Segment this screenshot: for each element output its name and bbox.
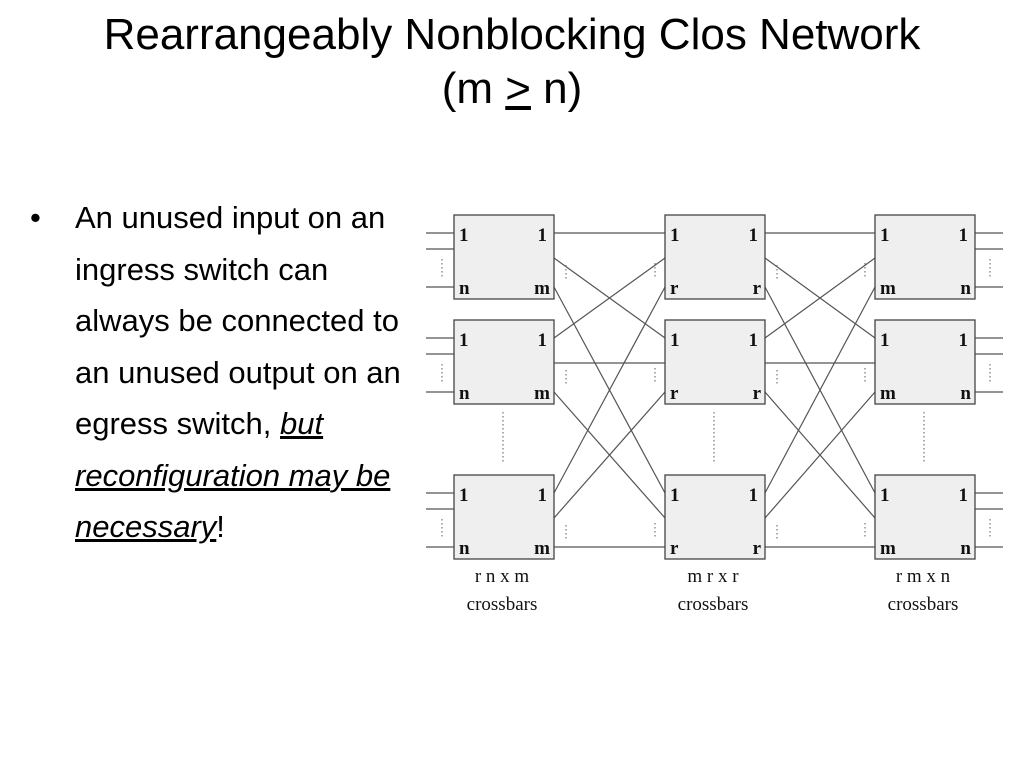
port-label: 1 [538,485,548,506]
title-open: (m [441,64,506,113]
port-label: 1 [459,330,469,351]
title-line-2: (m > n) [0,62,1024,116]
port-label: r [670,383,679,404]
stage-caption-line-1: r n x m [475,566,530,587]
slide-title: Rearrangeably Nonblocking Clos Network (… [0,8,1024,116]
port-label: m [534,538,550,559]
interstage-wire [764,391,876,519]
port-label: 1 [880,485,890,506]
port-label: 1 [459,485,469,506]
port-label: 1 [749,330,759,351]
port-label: m [880,538,896,559]
port-label: 1 [749,225,759,246]
title-greater-equal-symbol: > [505,64,531,113]
bullet-text: An unused input on an ingress switch can… [75,192,410,553]
port-label: m [880,383,896,404]
stage-caption-line-2: crossbars [678,594,749,615]
bullet-text-emphasis: but reconfiguration may be necessary [75,406,391,544]
port-label: 1 [670,225,680,246]
port-label: n [459,538,470,559]
port-label: m [534,278,550,299]
middle-crossbar [664,214,766,300]
port-label: 1 [880,330,890,351]
port-label: r [753,538,762,559]
port-label: m [534,383,550,404]
stage-caption-line-2: crossbars [888,594,959,615]
stage-captions: r n x m crossbars m r x r crossbars r m x n c… [467,566,959,615]
port-label: m [880,278,896,299]
bullet-text-tail: ! [216,509,225,544]
stage-caption-line-1: r m x n [896,566,951,587]
port-label: r [753,383,762,404]
clos-network-diagram: 1 1 n m 1 1 n m 1 1 n m 1 1 r r 1 1 r r 1 1 r r 1 1 m n 1 1 m n 1 1 m n r n… [426,214,1003,615]
egress-crossbar [874,474,976,560]
title-line-1: Rearrangeably Nonblocking Clos Network [103,10,921,59]
port-label: 1 [670,330,680,351]
interstage-wires [426,232,1003,548]
ingress-crossbar [453,214,555,300]
interstage-wire [764,286,876,494]
crossbar-switches: 1 1 n m 1 1 n m 1 1 n m 1 1 r r 1 1 r r 1 1 r r 1 1 m n 1 1 m n 1 1 m n [453,214,976,560]
interstage-wire [764,257,876,339]
ingress-crossbar [453,319,555,405]
port-label: r [753,278,762,299]
port-label: n [459,278,470,299]
egress-crossbar [874,214,976,300]
port-label: n [960,538,971,559]
egress-crossbar [874,319,976,405]
port-label: 1 [459,225,469,246]
port-label: 1 [749,485,759,506]
port-label: r [670,538,679,559]
bullet-text-main: An unused input on an ingress switch can… [75,200,401,441]
port-label: n [960,278,971,299]
middle-crossbar [664,474,766,560]
bullet-marker: • [30,200,41,235]
middle-crossbar [664,319,766,405]
port-label: 1 [670,485,680,506]
interstage-wire [553,286,666,494]
interstage-wire [553,391,666,519]
port-label: n [459,383,470,404]
port-label: 1 [538,330,548,351]
title-close: n) [530,64,583,113]
port-label: 1 [959,485,969,506]
stage-caption-line-1: m r x r [687,566,739,587]
ingress-crossbar [453,474,555,560]
port-label: n [960,383,971,404]
port-label: 1 [538,225,548,246]
port-label: r [670,278,679,299]
interstage-wire [553,257,666,339]
port-label: 1 [959,225,969,246]
stage-caption-line-2: crossbars [467,594,538,615]
port-label: 1 [959,330,969,351]
port-label: 1 [880,225,890,246]
